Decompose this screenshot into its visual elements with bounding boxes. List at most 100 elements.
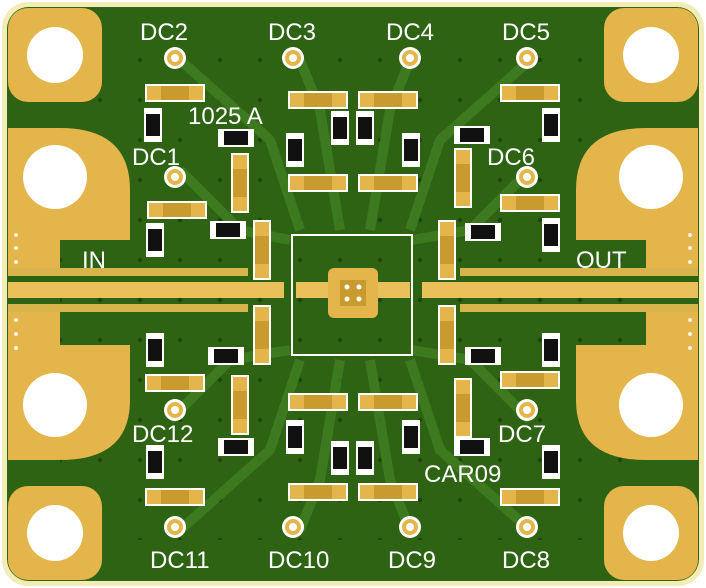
dc-test-pad bbox=[399, 516, 421, 538]
smd-capacitor bbox=[356, 441, 374, 475]
dc-test-pad bbox=[516, 516, 538, 538]
dc-test-pad bbox=[164, 516, 186, 538]
smd-capacitor bbox=[454, 126, 490, 144]
rf-line-input bbox=[8, 282, 284, 298]
right-hole-lower bbox=[619, 373, 683, 437]
smd-part-horizontal bbox=[288, 91, 348, 109]
rf-transmission-line bbox=[8, 233, 698, 350]
smd-capacitor bbox=[146, 445, 164, 479]
corner-mounting-pads bbox=[8, 8, 698, 580]
right-hole-upper bbox=[619, 145, 683, 209]
mounting-hole-top-left bbox=[27, 27, 83, 83]
label-dc5: DC5 bbox=[502, 19, 550, 46]
smd-part-horizontal bbox=[358, 483, 418, 501]
dc-test-pad bbox=[282, 47, 304, 69]
mounting-hole-bottom-left bbox=[27, 505, 83, 561]
smd-part-horizontal bbox=[145, 488, 205, 506]
label-dc7: DC7 bbox=[498, 421, 546, 448]
dc-test-pad bbox=[516, 166, 538, 188]
label-dc4: DC4 bbox=[386, 19, 434, 46]
smd-part-horizontal bbox=[145, 374, 205, 392]
smd-capacitor bbox=[331, 441, 349, 475]
smd-part-vertical bbox=[253, 305, 271, 365]
smd-components bbox=[144, 84, 560, 506]
smd-part-horizontal bbox=[288, 393, 348, 411]
smd-part-horizontal bbox=[288, 483, 348, 501]
smd-capacitor bbox=[286, 420, 304, 454]
dc-test-pad bbox=[516, 47, 538, 69]
smd-capacitor bbox=[542, 333, 560, 367]
label-dc12: DC12 bbox=[132, 421, 193, 448]
label-dc2: DC2 bbox=[140, 19, 188, 46]
smd-part-horizontal bbox=[500, 194, 560, 212]
ic-silkscreen-outline bbox=[291, 234, 413, 356]
smd-capacitor bbox=[144, 108, 162, 142]
smd-capacitor bbox=[542, 218, 560, 252]
rf-ground-strip-top bbox=[8, 268, 248, 276]
smd-capacitor bbox=[542, 445, 560, 479]
smd-capacitor bbox=[208, 347, 244, 365]
dc-test-pad bbox=[164, 399, 186, 421]
smd-capacitor bbox=[218, 438, 254, 456]
dc-test-pad bbox=[164, 166, 186, 188]
rf-ground-strip-top-right bbox=[460, 268, 698, 276]
smd-part-horizontal bbox=[358, 91, 418, 109]
dc-test-pads bbox=[164, 47, 538, 538]
rf-ground-strip-bottom-right bbox=[460, 304, 698, 312]
label-part-marking-bottom: CAR09 bbox=[424, 461, 501, 488]
label-dc1: DC1 bbox=[132, 144, 180, 171]
smd-capacitor bbox=[146, 333, 164, 367]
connector-ground-pads bbox=[8, 128, 698, 460]
smd-capacitor bbox=[210, 221, 246, 239]
smd-capacitor bbox=[356, 111, 374, 145]
left-hole-upper bbox=[23, 145, 87, 209]
silkscreen-labels: DC2 DC3 DC4 DC5 DC1 DC6 DC12 DC7 DC11 DC… bbox=[82, 19, 627, 574]
smd-part-vertical bbox=[438, 305, 456, 365]
smd-capacitor bbox=[454, 438, 490, 456]
label-dc3: DC3 bbox=[268, 19, 316, 46]
smd-capacitor bbox=[146, 223, 164, 257]
smd-capacitor bbox=[465, 223, 501, 241]
smd-capacitor bbox=[331, 111, 349, 145]
label-output: OUT bbox=[576, 247, 627, 274]
ic-thermal-pad bbox=[340, 280, 366, 306]
dc-test-pad bbox=[399, 47, 421, 69]
rf-ground-strip-bottom bbox=[8, 304, 248, 312]
rf-line-output bbox=[422, 282, 698, 298]
dc-test-pad bbox=[516, 399, 538, 421]
dc-test-pad bbox=[164, 47, 186, 69]
smd-part-horizontal bbox=[500, 488, 560, 506]
left-hole-lower bbox=[23, 373, 87, 437]
smd-part-horizontal bbox=[500, 84, 560, 102]
smd-part-horizontal bbox=[358, 393, 418, 411]
central-ic bbox=[291, 234, 413, 356]
dc-test-pad bbox=[282, 516, 304, 538]
smd-capacitor bbox=[402, 133, 420, 167]
smd-part-vertical bbox=[231, 375, 249, 435]
smd-capacitor bbox=[286, 133, 304, 167]
smd-part-vertical bbox=[454, 148, 472, 208]
label-dc9: DC9 bbox=[388, 547, 436, 574]
label-input: IN bbox=[82, 247, 106, 274]
smd-part-horizontal bbox=[147, 201, 207, 219]
smd-capacitor bbox=[402, 420, 420, 454]
smd-part-horizontal bbox=[358, 174, 418, 192]
smd-part-horizontal bbox=[288, 174, 348, 192]
label-dc11: DC11 bbox=[150, 547, 210, 574]
smd-capacitor bbox=[542, 108, 560, 142]
smd-part-vertical bbox=[253, 220, 271, 280]
smd-part-vertical bbox=[438, 220, 456, 280]
label-dc6: DC6 bbox=[487, 144, 535, 171]
label-part-marking-top: 1025 A bbox=[188, 103, 263, 130]
label-dc8: DC8 bbox=[502, 547, 550, 574]
smd-part-vertical bbox=[454, 378, 472, 438]
mounting-hole-bottom-right bbox=[623, 505, 679, 561]
smd-part-horizontal bbox=[145, 84, 205, 102]
smd-capacitor bbox=[465, 347, 501, 365]
smd-part-horizontal bbox=[500, 371, 560, 389]
smd-part-vertical bbox=[231, 153, 249, 213]
label-dc10: DC10 bbox=[268, 547, 329, 574]
smd-capacitor bbox=[218, 129, 254, 147]
mounting-hole-top-right bbox=[623, 27, 679, 83]
